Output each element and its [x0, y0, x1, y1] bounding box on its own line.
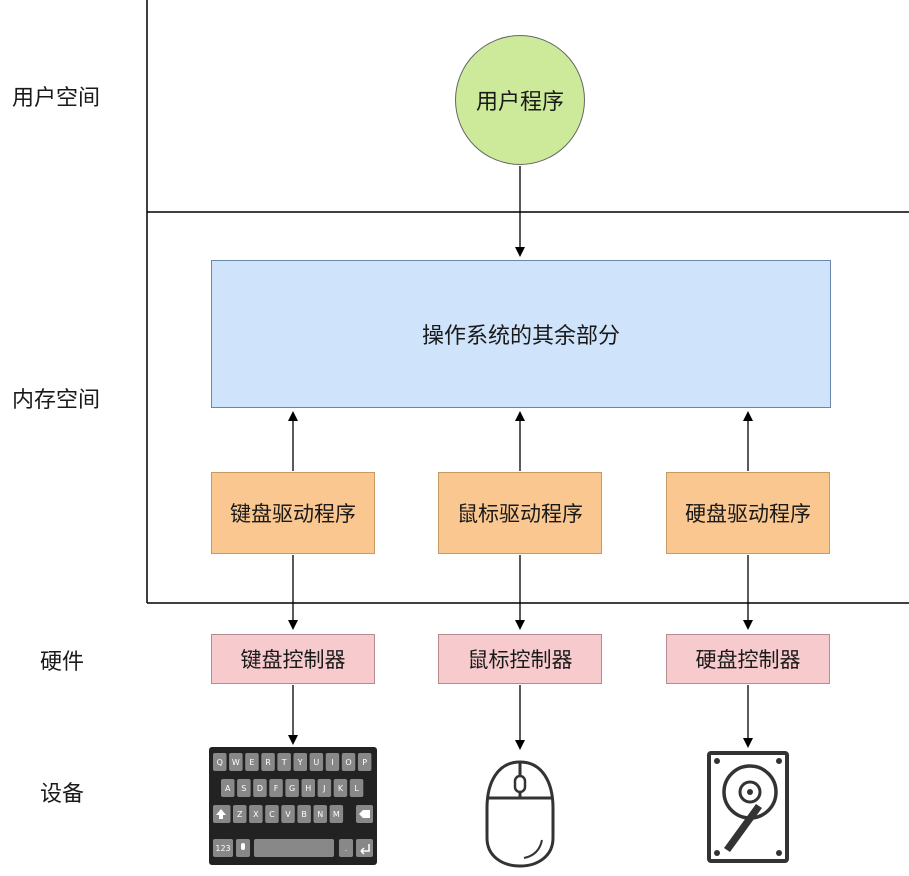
- mouse-driver-label: 鼠标驱动程序: [457, 502, 583, 526]
- os-rest-label: 操作系统的其余部分: [421, 324, 620, 349]
- svg-text:Q: Q: [217, 758, 223, 767]
- svg-text:X: X: [253, 810, 259, 819]
- keyboard-key: Y: [293, 753, 307, 771]
- svg-text:S: S: [241, 784, 246, 793]
- user-program-node: 用户程序: [455, 35, 585, 165]
- keyboard-driver-node: 键盘驱动程序: [211, 472, 375, 554]
- svg-text:123: 123: [215, 844, 230, 853]
- mouse-controller-label: 鼠标控制器: [467, 648, 573, 672]
- svg-text:.: .: [345, 844, 348, 853]
- svg-text:H: H: [305, 784, 311, 793]
- keyboard-controller-label: 键盘控制器: [240, 648, 346, 672]
- svg-text:W: W: [232, 758, 240, 767]
- keyboard-key: D: [253, 779, 267, 797]
- space-bar-key: [254, 839, 334, 857]
- keyboard-key: C: [265, 805, 279, 823]
- svg-text:Y: Y: [297, 758, 303, 767]
- svg-text:L: L: [354, 784, 359, 793]
- disk-controller-label: 硬盘控制器: [695, 648, 801, 672]
- keyboard-key: F: [269, 779, 283, 797]
- hard-disk-icon: [707, 751, 789, 863]
- svg-text:C: C: [269, 810, 275, 819]
- keyboard-key: B: [297, 805, 311, 823]
- keyboard-key: L: [349, 779, 364, 797]
- keyboard-key-numeric: 123: [213, 839, 233, 857]
- svg-text:E: E: [249, 758, 254, 767]
- keyboard-key: W: [229, 753, 243, 771]
- keyboard-key: O: [341, 753, 356, 771]
- svg-text:I: I: [331, 758, 333, 767]
- svg-text:O: O: [345, 758, 351, 767]
- keyboard-key: G: [285, 779, 299, 797]
- keyboard-controller-node: 键盘控制器: [211, 634, 375, 684]
- shift-key-icon: [213, 805, 231, 823]
- os-rest-node: 操作系统的其余部分: [211, 260, 831, 408]
- keyboard-key: E: [245, 753, 259, 771]
- svg-text:P: P: [362, 758, 367, 767]
- svg-text:F: F: [274, 784, 279, 793]
- svg-text:A: A: [225, 784, 231, 793]
- label-hardware: 硬件: [40, 650, 85, 675]
- backspace-key-icon: [356, 805, 373, 823]
- disk-driver-node: 硬盘驱动程序: [666, 472, 830, 554]
- mouse-controller-node: 鼠标控制器: [438, 634, 602, 684]
- keyboard-key: K: [333, 779, 348, 797]
- mouse-driver-node: 鼠标驱动程序: [438, 472, 602, 554]
- keyboard-key: A: [221, 779, 235, 797]
- keyboard-key: S: [237, 779, 251, 797]
- keyboard-key: T: [277, 753, 291, 771]
- svg-text:V: V: [285, 810, 291, 819]
- label-memory-space: 内存空间: [12, 388, 101, 413]
- svg-text:D: D: [257, 784, 263, 793]
- svg-text:B: B: [301, 810, 307, 819]
- enter-key-icon: [356, 839, 373, 857]
- keyboard-key: J: [317, 779, 332, 797]
- keyboard-key-period: .: [339, 839, 353, 857]
- keyboard-key: X: [249, 805, 263, 823]
- keyboard-key: Q: [213, 753, 227, 771]
- disk-driver-label: 硬盘驱动程序: [685, 502, 811, 526]
- keyboard-key: P: [357, 753, 372, 771]
- keyboard-key: N: [313, 805, 327, 823]
- disk-controller-node: 硬盘控制器: [666, 634, 830, 684]
- keyboard-key: R: [261, 753, 275, 771]
- svg-text:N: N: [317, 810, 323, 819]
- svg-text:U: U: [313, 758, 319, 767]
- keyboard-key: V: [281, 805, 295, 823]
- svg-text:G: G: [289, 784, 295, 793]
- microphone-key-icon: [236, 839, 250, 857]
- keyboard-key: I: [325, 753, 340, 771]
- svg-text:J: J: [322, 784, 325, 793]
- keyboard-key: H: [301, 779, 315, 797]
- user-program-label: 用户程序: [475, 90, 564, 115]
- keyboard-key: Z: [233, 805, 247, 823]
- svg-text:K: K: [338, 784, 344, 793]
- svg-text:R: R: [265, 758, 271, 767]
- keyboard-driver-label: 键盘驱动程序: [230, 502, 356, 526]
- label-user-space: 用户空间: [12, 86, 101, 111]
- svg-text:T: T: [281, 758, 287, 767]
- svg-text:M: M: [333, 810, 340, 819]
- svg-text:Z: Z: [237, 810, 243, 819]
- keyboard-key: M: [329, 805, 344, 823]
- keyboard-key: U: [309, 753, 324, 771]
- mouse-icon: [485, 760, 555, 868]
- label-devices: 设备: [40, 782, 85, 807]
